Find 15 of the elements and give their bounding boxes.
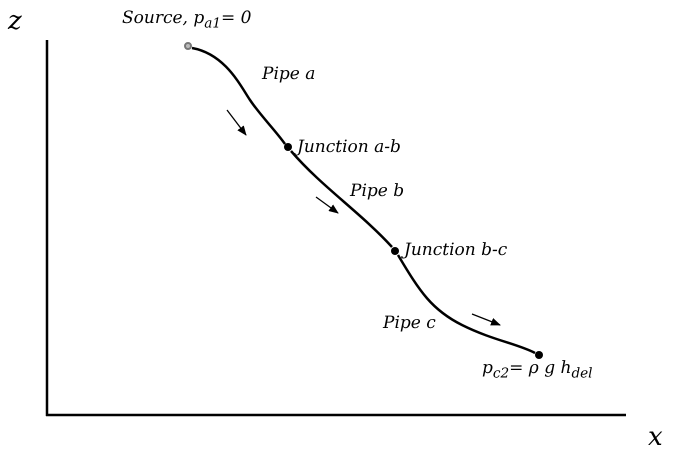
source-point — [184, 42, 192, 50]
edge-label: Pipe b — [350, 181, 404, 201]
pipe-line — [192, 46, 286, 145]
junction-point — [284, 143, 292, 151]
edge-label: Pipe c — [383, 313, 436, 333]
axis-label: x — [648, 422, 663, 452]
point-label: Junction a-b — [297, 137, 401, 157]
axis-label: z — [8, 6, 22, 36]
point-label: Source, p$_{a1}$= 0 — [122, 8, 252, 32]
pipe-line — [290, 150, 393, 248]
point-label: p$_{c2}$= ρ g h$_{del}$ — [482, 358, 593, 382]
end-point — [535, 351, 543, 359]
junction-point — [391, 247, 399, 255]
pipe-line — [396, 254, 536, 354]
edge-label: Pipe a — [262, 64, 316, 84]
